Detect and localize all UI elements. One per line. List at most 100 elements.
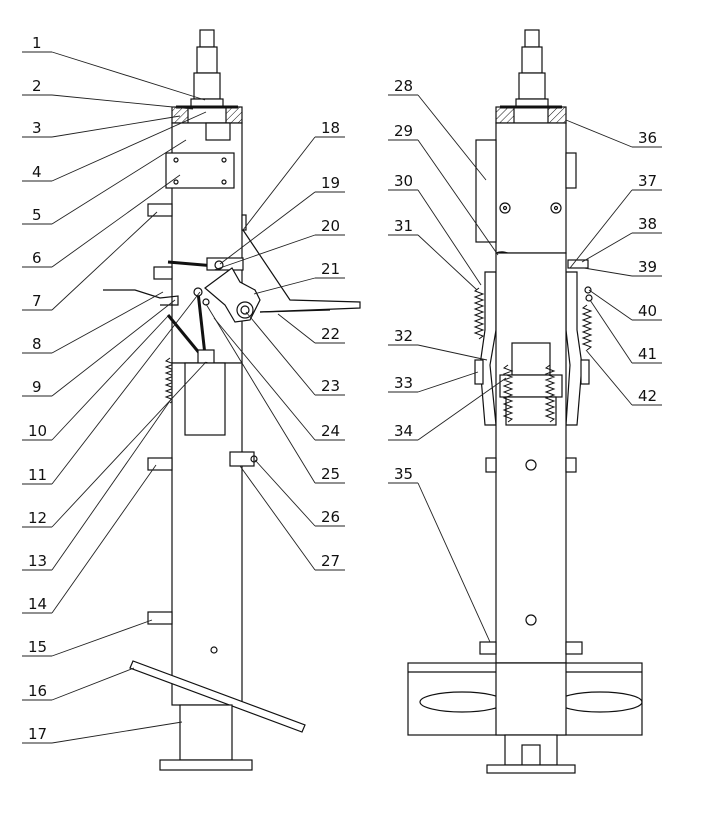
callout-1: 1 — [22, 34, 206, 101]
part-number-label: 19 — [321, 174, 340, 192]
callout-5: 5 — [22, 139, 187, 225]
bearing-flange-front — [495, 105, 567, 124]
callout-3: 3 — [22, 115, 181, 138]
leader-line — [51, 94, 194, 110]
part-number-label: 22 — [321, 325, 340, 343]
callout-35: 35 — [388, 465, 491, 643]
part-number-label: 9 — [32, 378, 42, 396]
leader-line — [417, 377, 507, 441]
leader-line — [213, 234, 316, 271]
leader-line — [219, 191, 316, 265]
leader-line — [51, 139, 187, 225]
leader-line — [51, 397, 173, 571]
leader-line — [239, 465, 316, 571]
part-number-label: 10 — [28, 422, 47, 440]
leader-line — [565, 119, 633, 148]
part-number-label: 29 — [394, 122, 413, 140]
leader-line — [213, 317, 316, 441]
foot-pedal — [129, 660, 306, 733]
part-number-label: 8 — [32, 335, 42, 353]
lower-column — [147, 362, 258, 706]
part-number-label: 40 — [638, 302, 657, 320]
part-number-label: 37 — [638, 172, 657, 190]
side-plate — [475, 139, 497, 243]
part-number-label: 5 — [32, 206, 42, 224]
part-number-label: 1 — [32, 34, 42, 52]
callout-7: 7 — [22, 211, 158, 311]
leader-line — [581, 232, 633, 263]
leader-line — [51, 361, 207, 528]
side-springs — [473, 287, 593, 351]
callout-23: 23 — [245, 311, 345, 396]
base-frame — [407, 662, 643, 774]
callout-24: 24 — [213, 317, 345, 441]
leader-line — [417, 344, 488, 361]
callout-27: 27 — [239, 465, 345, 571]
leader-line — [277, 313, 316, 344]
part-number-label: 16 — [28, 682, 47, 700]
part-number-label: 13 — [28, 552, 47, 570]
part-number-label: 38 — [638, 215, 657, 233]
part-number-label: 23 — [321, 377, 340, 395]
part-number-label: 26 — [321, 508, 340, 526]
lower-column-front — [479, 252, 583, 664]
leader-line — [589, 299, 633, 364]
part-number-label: 34 — [394, 422, 413, 440]
callout-16: 16 — [22, 667, 135, 701]
callout-38: 38 — [581, 215, 662, 263]
callout-30: 30 — [388, 172, 482, 286]
callout-19: 19 — [219, 174, 345, 265]
callout-8: 8 — [22, 291, 164, 354]
upper-housing — [147, 122, 247, 364]
callout-10: 10 — [22, 315, 169, 441]
part-number-label: 18 — [321, 119, 340, 137]
leader-line — [245, 311, 316, 396]
leader-line — [51, 721, 183, 744]
leader-line — [417, 482, 491, 643]
callout-2: 2 — [22, 77, 194, 110]
part-number-label: 42 — [638, 387, 657, 405]
part-number-label: 33 — [394, 374, 413, 392]
part-number-label: 36 — [638, 129, 657, 147]
leader-line — [51, 315, 169, 441]
callout-13: 13 — [22, 397, 173, 571]
leader-line — [51, 619, 153, 657]
leader-line — [417, 189, 482, 286]
callout-29: 29 — [388, 122, 499, 256]
part-number-label: 20 — [321, 217, 340, 235]
part-number-label: 24 — [321, 422, 340, 440]
return-spring — [164, 357, 176, 404]
callout-28: 28 — [388, 77, 487, 181]
leader-line — [417, 94, 487, 181]
front-view — [407, 29, 643, 774]
part-number-label: 2 — [32, 77, 42, 95]
spindle-shaft-front — [515, 29, 549, 108]
callout-21: 21 — [253, 260, 345, 295]
part-number-label: 3 — [32, 119, 42, 137]
callout-25: 25 — [205, 303, 345, 484]
leader-line — [588, 289, 633, 321]
callout-20: 20 — [213, 217, 345, 271]
leader-line — [254, 459, 316, 527]
callout-26: 26 — [254, 459, 345, 527]
callout-18: 18 — [242, 119, 345, 231]
callout-42: 42 — [585, 349, 662, 406]
leader-line — [51, 291, 164, 354]
callout-17: 17 — [22, 721, 183, 744]
callout-37: 37 — [569, 172, 662, 269]
spindle-shaft — [190, 29, 224, 108]
clamp-arms — [474, 259, 593, 426]
part-number-label: 4 — [32, 163, 42, 181]
part-number-label: 17 — [28, 725, 47, 743]
callout-9: 9 — [22, 299, 176, 397]
leader-line — [51, 299, 176, 397]
lever-mechanism — [103, 229, 361, 383]
leader-line — [205, 303, 316, 484]
part-number-label: 39 — [638, 258, 657, 276]
part-number-label: 30 — [394, 172, 413, 190]
part-number-label: 31 — [394, 217, 413, 235]
leader-line — [51, 111, 207, 182]
leader-line — [242, 136, 316, 231]
part-number-label: 21 — [321, 260, 340, 278]
